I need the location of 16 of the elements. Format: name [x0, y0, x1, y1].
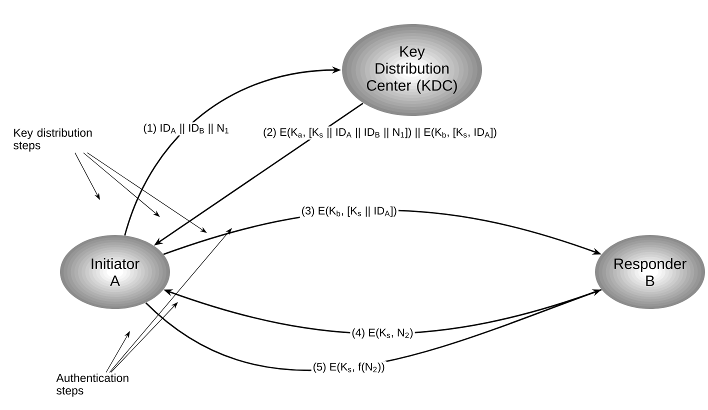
leader-arrow [74, 152, 100, 200]
leader-arrow [106, 331, 130, 373]
edge-label: (3) E(K$_{b}$, [K$_{s}$ || ID$_{A}$]) [300, 205, 398, 218]
leader-arrow [110, 302, 178, 373]
leader-arrow [83, 152, 160, 217]
annotation-text: Authentication steps [56, 374, 128, 397]
edge-label: (4) E(K$_{s}$, N$_{2}$) [350, 326, 415, 340]
ellipse-node: Initiator A [60, 235, 170, 309]
ellipse-node: Responder B [595, 235, 705, 309]
annotation-text: Key distribution steps [14, 128, 92, 152]
edge-label: (1) ID$_{A}$ || ID$_{B}$ || N$_{1}$ [142, 122, 231, 136]
edge-label: (2) E(K$_{a}$, [K$_{s}$ || ID$_{A}$ || ID$_{B}$ || N$_{1}$]) || E(K$_{b}$, [K$_{s}$, ID$_{A}$]) [262, 126, 498, 140]
leader-arrow [87, 152, 207, 233]
leader-arrow [109, 228, 232, 373]
edge-label: (5) E(K$_{s}$, f(N$_{2}$)) [311, 361, 386, 374]
ellipse-node: Key Distribution Center (KDC) [342, 24, 482, 116]
